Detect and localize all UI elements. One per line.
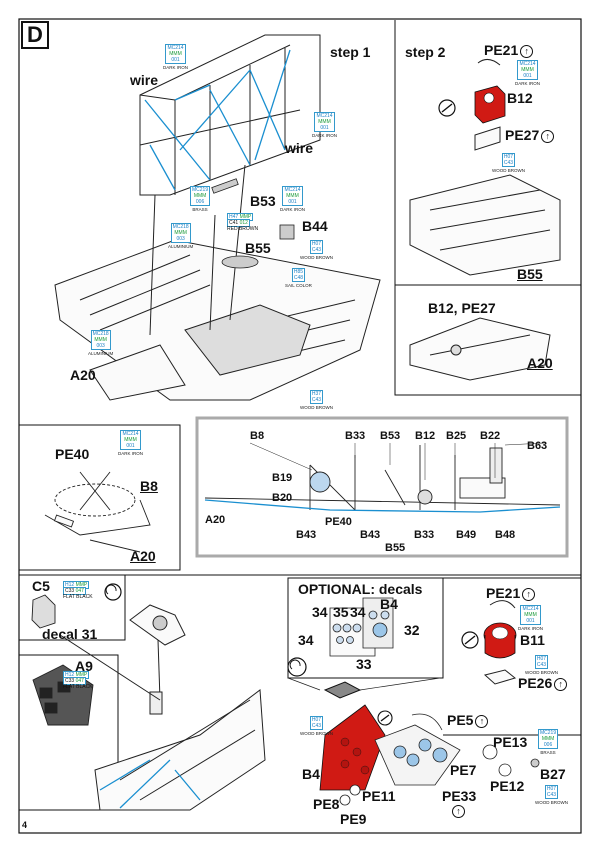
paint-callout-flat-black: H12 MMP C33 047 FLAT BLACK — [63, 581, 93, 600]
b11-red-part — [483, 622, 517, 659]
step1-b53-label: B53 — [250, 193, 276, 209]
page-number: 4 — [22, 820, 28, 830]
decal-number: 34 — [312, 604, 328, 620]
assembly-label: B22 — [480, 430, 501, 442]
pe7-label: PE7 — [450, 762, 477, 778]
decal-number: 34 — [350, 604, 366, 620]
b11-pe21-label: PE21↑ — [486, 585, 536, 601]
section-letter: D — [27, 22, 43, 47]
assembly-label: PE40 — [325, 516, 352, 528]
step2-pe27-label: PE27↑ — [505, 127, 555, 143]
step1-b55-label: B55 — [245, 240, 271, 256]
rotate-up-icon: ↑ — [475, 714, 489, 728]
assembly-label: B43 — [296, 529, 317, 541]
pe33-label: PE33 — [442, 788, 477, 804]
decal-number: 35 — [333, 604, 349, 620]
step1-b44-label: B44 — [302, 218, 328, 234]
assembly-label: B53 — [380, 430, 401, 442]
pe40-a20-label: A20 — [130, 548, 156, 564]
rotate-up-icon: ↑ — [520, 44, 534, 58]
step1-wire-label-1: wire — [130, 72, 159, 88]
rotate-up-icon: ↑ — [522, 587, 536, 601]
assembly-label: B43 — [360, 529, 381, 541]
decal-number: 34 — [298, 632, 314, 648]
decal-b4-label: B4 — [380, 596, 398, 612]
b4-red-part — [319, 704, 386, 791]
assembly-label: B49 — [456, 529, 477, 541]
b27-label: B27 — [540, 766, 566, 782]
assembly-label: B20 — [272, 492, 293, 504]
step2-b12-pe27-label: B12, PE27 — [428, 300, 496, 316]
step2-a20-label: A20 — [527, 355, 553, 371]
paint-callout-flat-black: H12 MMP C33 047 FLAT BLACK — [63, 671, 93, 690]
pe33-rotate-icon: ↑ — [450, 805, 465, 818]
pe8-label: PE8 — [313, 796, 340, 812]
pe12-label: PE12 — [490, 778, 525, 794]
step2-title: step 2 — [405, 44, 446, 60]
assembly-label: B48 — [495, 529, 516, 541]
assembly-label: B33 — [345, 430, 366, 442]
c5-label: C5 — [32, 578, 50, 594]
pe5-label: PE5↑ — [447, 712, 489, 728]
assembly-label: B25 — [446, 430, 467, 442]
step2-b55-label: B55 — [517, 266, 543, 282]
paint-callout-red-brown: H47 MMP C41 012 RED BROWN — [227, 213, 259, 232]
optional-decals-title: OPTIONAL: decals — [298, 581, 423, 597]
b12-red-part — [474, 85, 506, 124]
assembly-label: B63 — [527, 440, 548, 452]
step1-wire-label-2: wire — [285, 140, 314, 156]
pe9-label: PE9 — [340, 811, 367, 827]
assembly-label: B55 — [385, 542, 406, 554]
a9-label: A9 — [75, 658, 93, 674]
pe40-label: PE40 — [55, 446, 90, 462]
assembly-label: B19 — [272, 472, 293, 484]
decal-number: 33 — [356, 656, 372, 672]
assembly-label: B8 — [250, 430, 265, 442]
b11-label: B11 — [520, 632, 545, 648]
step1-a20-label: A20 — [70, 367, 96, 383]
assembly-label: B33 — [414, 529, 435, 541]
step2-b12-label: B12 — [507, 90, 533, 106]
bottom-b4-label: B4 — [302, 766, 320, 782]
step1-title: step 1 — [330, 44, 371, 60]
pe26-label: PE26↑ — [518, 675, 568, 691]
decal-number: 32 — [404, 622, 420, 638]
assembly-label: A20 — [205, 514, 226, 526]
pe11-label: PE11 — [362, 788, 396, 804]
rotate-up-icon: ↑ — [554, 677, 568, 691]
b8-label: B8 — [140, 478, 158, 494]
assembly-label: B12 — [415, 430, 436, 442]
step2-pe21-label: PE21↑ — [484, 42, 534, 58]
rotate-up-icon: ↑ — [452, 805, 465, 818]
pe13-label: PE13 — [493, 734, 528, 750]
rotate-up-icon: ↑ — [541, 129, 555, 143]
decal-31-label: decal 31 — [42, 626, 98, 642]
